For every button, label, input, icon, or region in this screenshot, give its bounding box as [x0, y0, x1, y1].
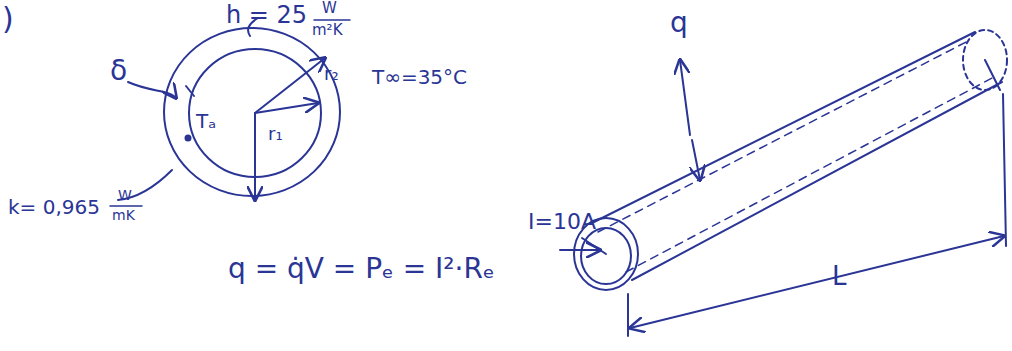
- inner-radius: r₁: [268, 124, 283, 144]
- unit-denominator: m²K: [312, 22, 342, 39]
- current: I=10A: [528, 210, 596, 234]
- unit-numerator: W: [322, 0, 337, 17]
- thickness-symbol: δ: [110, 56, 127, 87]
- heat-flow-symbol: q: [670, 8, 688, 39]
- length-symbol: L: [832, 262, 847, 291]
- item-number: ): [2, 2, 14, 35]
- outer-radius: r₂: [324, 64, 339, 84]
- thermal-conductivity: k= 0,965: [8, 196, 100, 218]
- ambient-temperature: T∞=35°C: [372, 66, 467, 88]
- heat-transfer-coefficient: h = 25: [226, 2, 307, 28]
- power-equation: q = q̇V = Pₑ = I²·Rₑ: [228, 254, 495, 285]
- unit-denominator: mK: [112, 208, 135, 223]
- unit-numerator: W: [118, 188, 132, 203]
- surface-temperature: Tₐ: [196, 110, 216, 132]
